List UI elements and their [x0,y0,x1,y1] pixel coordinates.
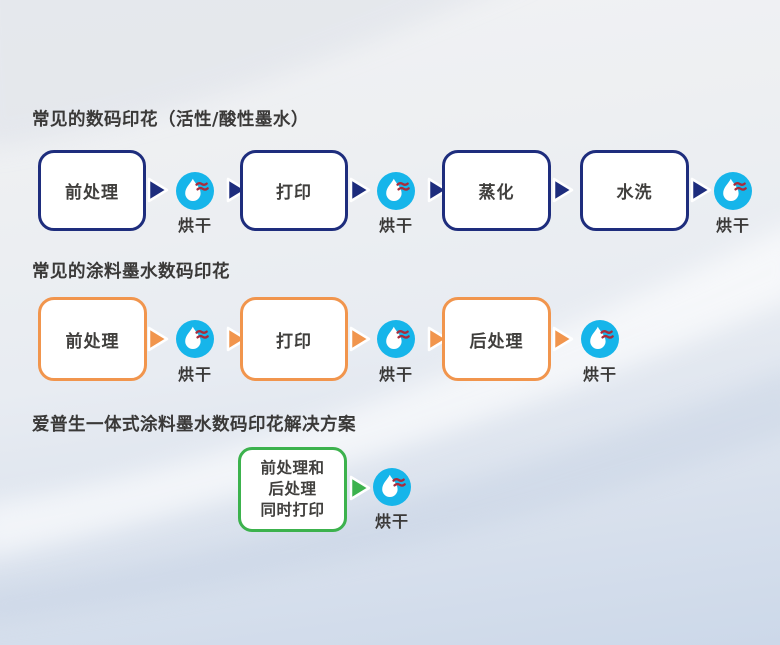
process-box-label-line: 前处理和 [260,459,325,477]
process-box-label: 打印 [276,183,312,203]
dryer-label: 烘干 [582,365,617,384]
process-box-label: 前处理 [65,183,119,203]
process-box-label: 后处理 [469,331,524,352]
section-title: 常见的数码印花（活性/酸性墨水） [32,110,309,130]
flow-arrow-icon [552,326,574,352]
section-title: 爱普生一体式涂料墨水数码印花解决方案 [32,415,356,435]
process-box: 蒸化 [442,150,551,231]
dryer-droplet-icon [377,172,415,210]
flow-arrow-icon [349,326,371,352]
dryer-droplet-icon [176,320,214,358]
flow-arrow-icon [226,177,248,203]
dryer-droplet-icon [377,320,415,358]
dryer-label: 烘干 [715,216,750,235]
dryer-label: 烘干 [378,216,413,235]
dryer-droplet-icon [176,172,214,210]
dryer-droplet-icon [373,468,411,506]
process-box-label: 打印 [276,331,312,352]
process-box-label-line: 同时打印 [260,501,325,519]
process-box: 打印 [240,150,348,231]
process-box: 打印 [240,297,348,381]
dryer-droplet-icon [714,172,752,210]
flow-arrow-icon [427,326,449,352]
flow-arrow-icon [552,177,574,203]
dryer-droplet-icon [581,320,619,358]
process-box-label: 前处理 [65,331,120,352]
process-box: 前处理和 后处理 同时打印 [238,447,347,532]
flow-arrow-icon [427,177,449,203]
process-box-label: 蒸化 [478,183,515,203]
dryer-label: 烘干 [374,512,409,531]
dryer-label: 烘干 [177,365,212,384]
process-box: 前处理 [38,297,147,381]
flow-arrow-icon [147,177,169,203]
process-box-label-line: 后处理 [268,480,317,498]
flow-arrow-icon [349,177,371,203]
dryer-label: 烘干 [177,216,212,235]
flow-arrow-icon [349,475,371,501]
dryer-label: 烘干 [378,365,413,384]
process-box: 后处理 [442,297,551,381]
process-box: 水洗 [580,150,689,231]
flow-arrow-icon [690,177,712,203]
process-box-label: 水洗 [616,183,653,203]
process-box: 前处理 [38,150,146,231]
flow-arrow-icon [147,326,169,352]
flow-arrow-icon [226,326,248,352]
section-title: 常见的涂料墨水数码印花 [32,262,230,282]
